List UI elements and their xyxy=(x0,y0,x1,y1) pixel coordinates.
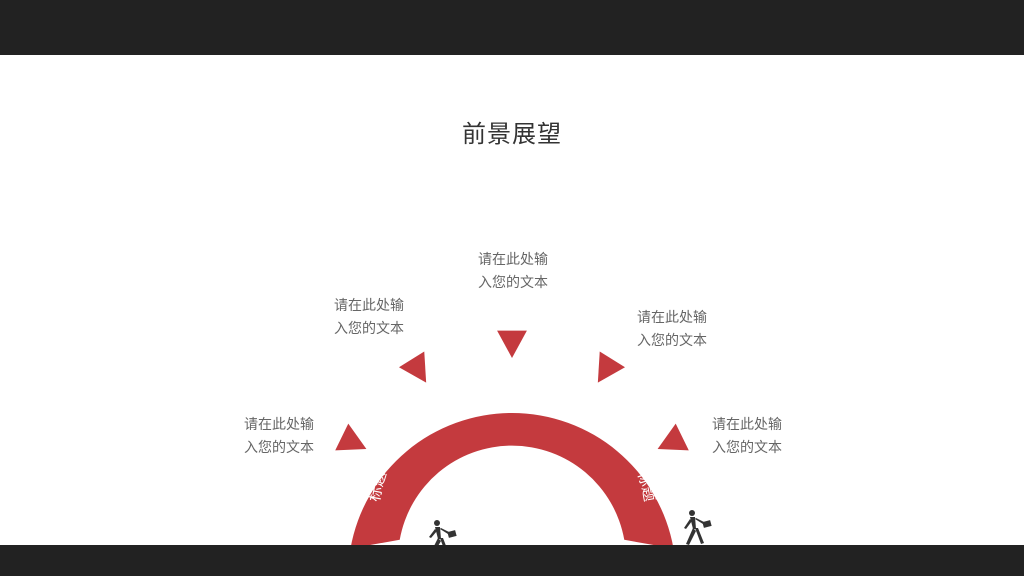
ring-arc xyxy=(350,412,674,549)
segment-label-4: 标题 xyxy=(580,394,615,427)
bottom-bar xyxy=(0,545,1024,576)
segment-label-3: 标题 xyxy=(496,372,528,391)
pointer-triangle-2 xyxy=(398,351,427,383)
slide-title: 前景展望 xyxy=(462,120,562,148)
note-right: 请在此处输 入您的文本 xyxy=(712,417,782,456)
pointer-triangle-5 xyxy=(657,423,689,451)
segment-label-2: 标题 xyxy=(409,394,444,427)
top-bar xyxy=(0,0,1024,55)
pointer-triangle-3 xyxy=(497,330,527,358)
note-upper-right: 请在此处输 入您的文本 xyxy=(637,310,707,349)
note-upper-left: 请在此处输 入您的文本 xyxy=(334,298,404,337)
pointer-triangle-1 xyxy=(335,423,367,451)
walking-businessman-icon xyxy=(684,510,712,545)
pointer-triangle-4 xyxy=(597,351,626,383)
note-left: 请在此处输 入您的文本 xyxy=(244,417,314,456)
note-top: 请在此处输 入您的文本 xyxy=(478,252,548,291)
